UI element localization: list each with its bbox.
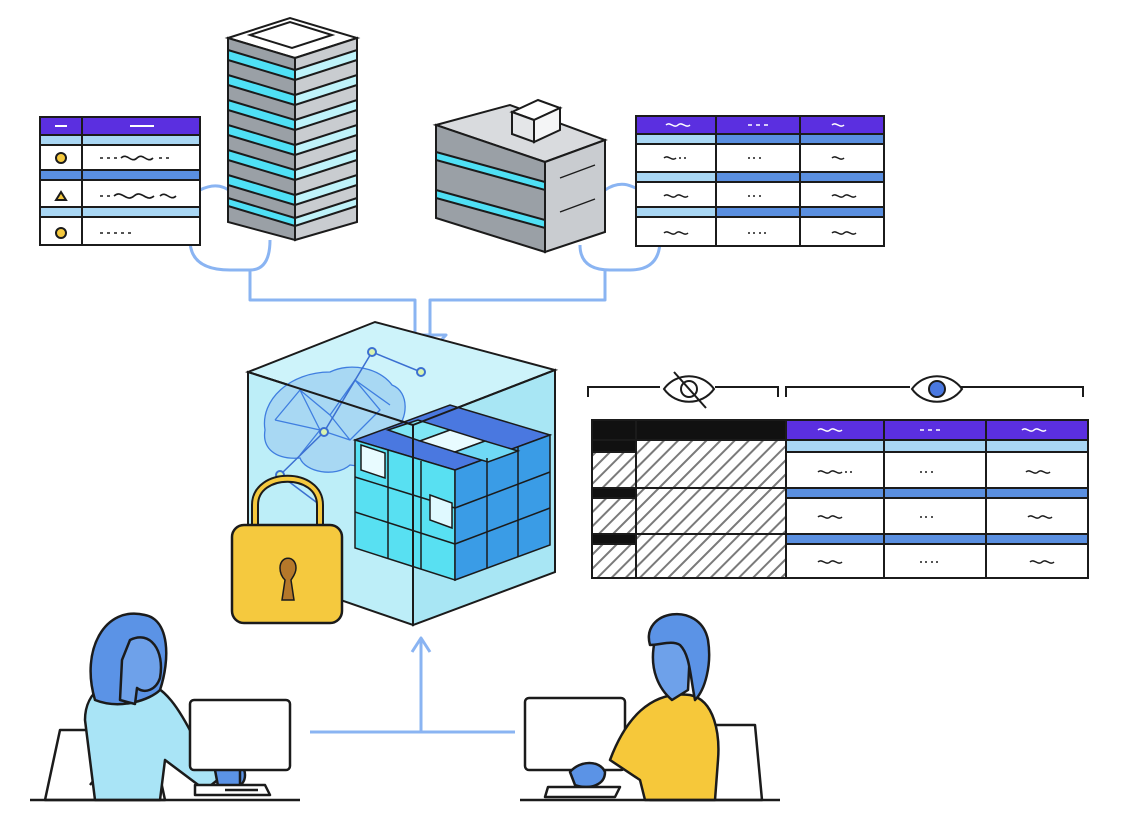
office-building-icon [432, 98, 608, 254]
skyscraper-icon [224, 16, 361, 242]
eye-icon [910, 375, 964, 403]
monitor [188, 698, 292, 772]
circle-marker-icon [55, 152, 67, 164]
person-hand [568, 761, 607, 789]
eye-slash-icon [662, 371, 716, 409]
person-face [118, 636, 163, 706]
left-user-at-computer [30, 612, 300, 802]
padlock-icon [230, 474, 344, 625]
secure-compute-cube [245, 320, 559, 627]
right-user-at-computer [520, 612, 780, 802]
left-data-table [39, 116, 201, 246]
circle-marker-icon [55, 227, 67, 239]
keyboard [543, 785, 622, 799]
triangle-marker-icon [54, 190, 68, 201]
right-data-table [635, 115, 885, 247]
data-cube-block [352, 404, 553, 582]
person-hair [647, 612, 711, 702]
visibility-brackets [587, 386, 1084, 397]
partial-visibility-table [591, 419, 1089, 579]
person-torso [608, 693, 720, 802]
